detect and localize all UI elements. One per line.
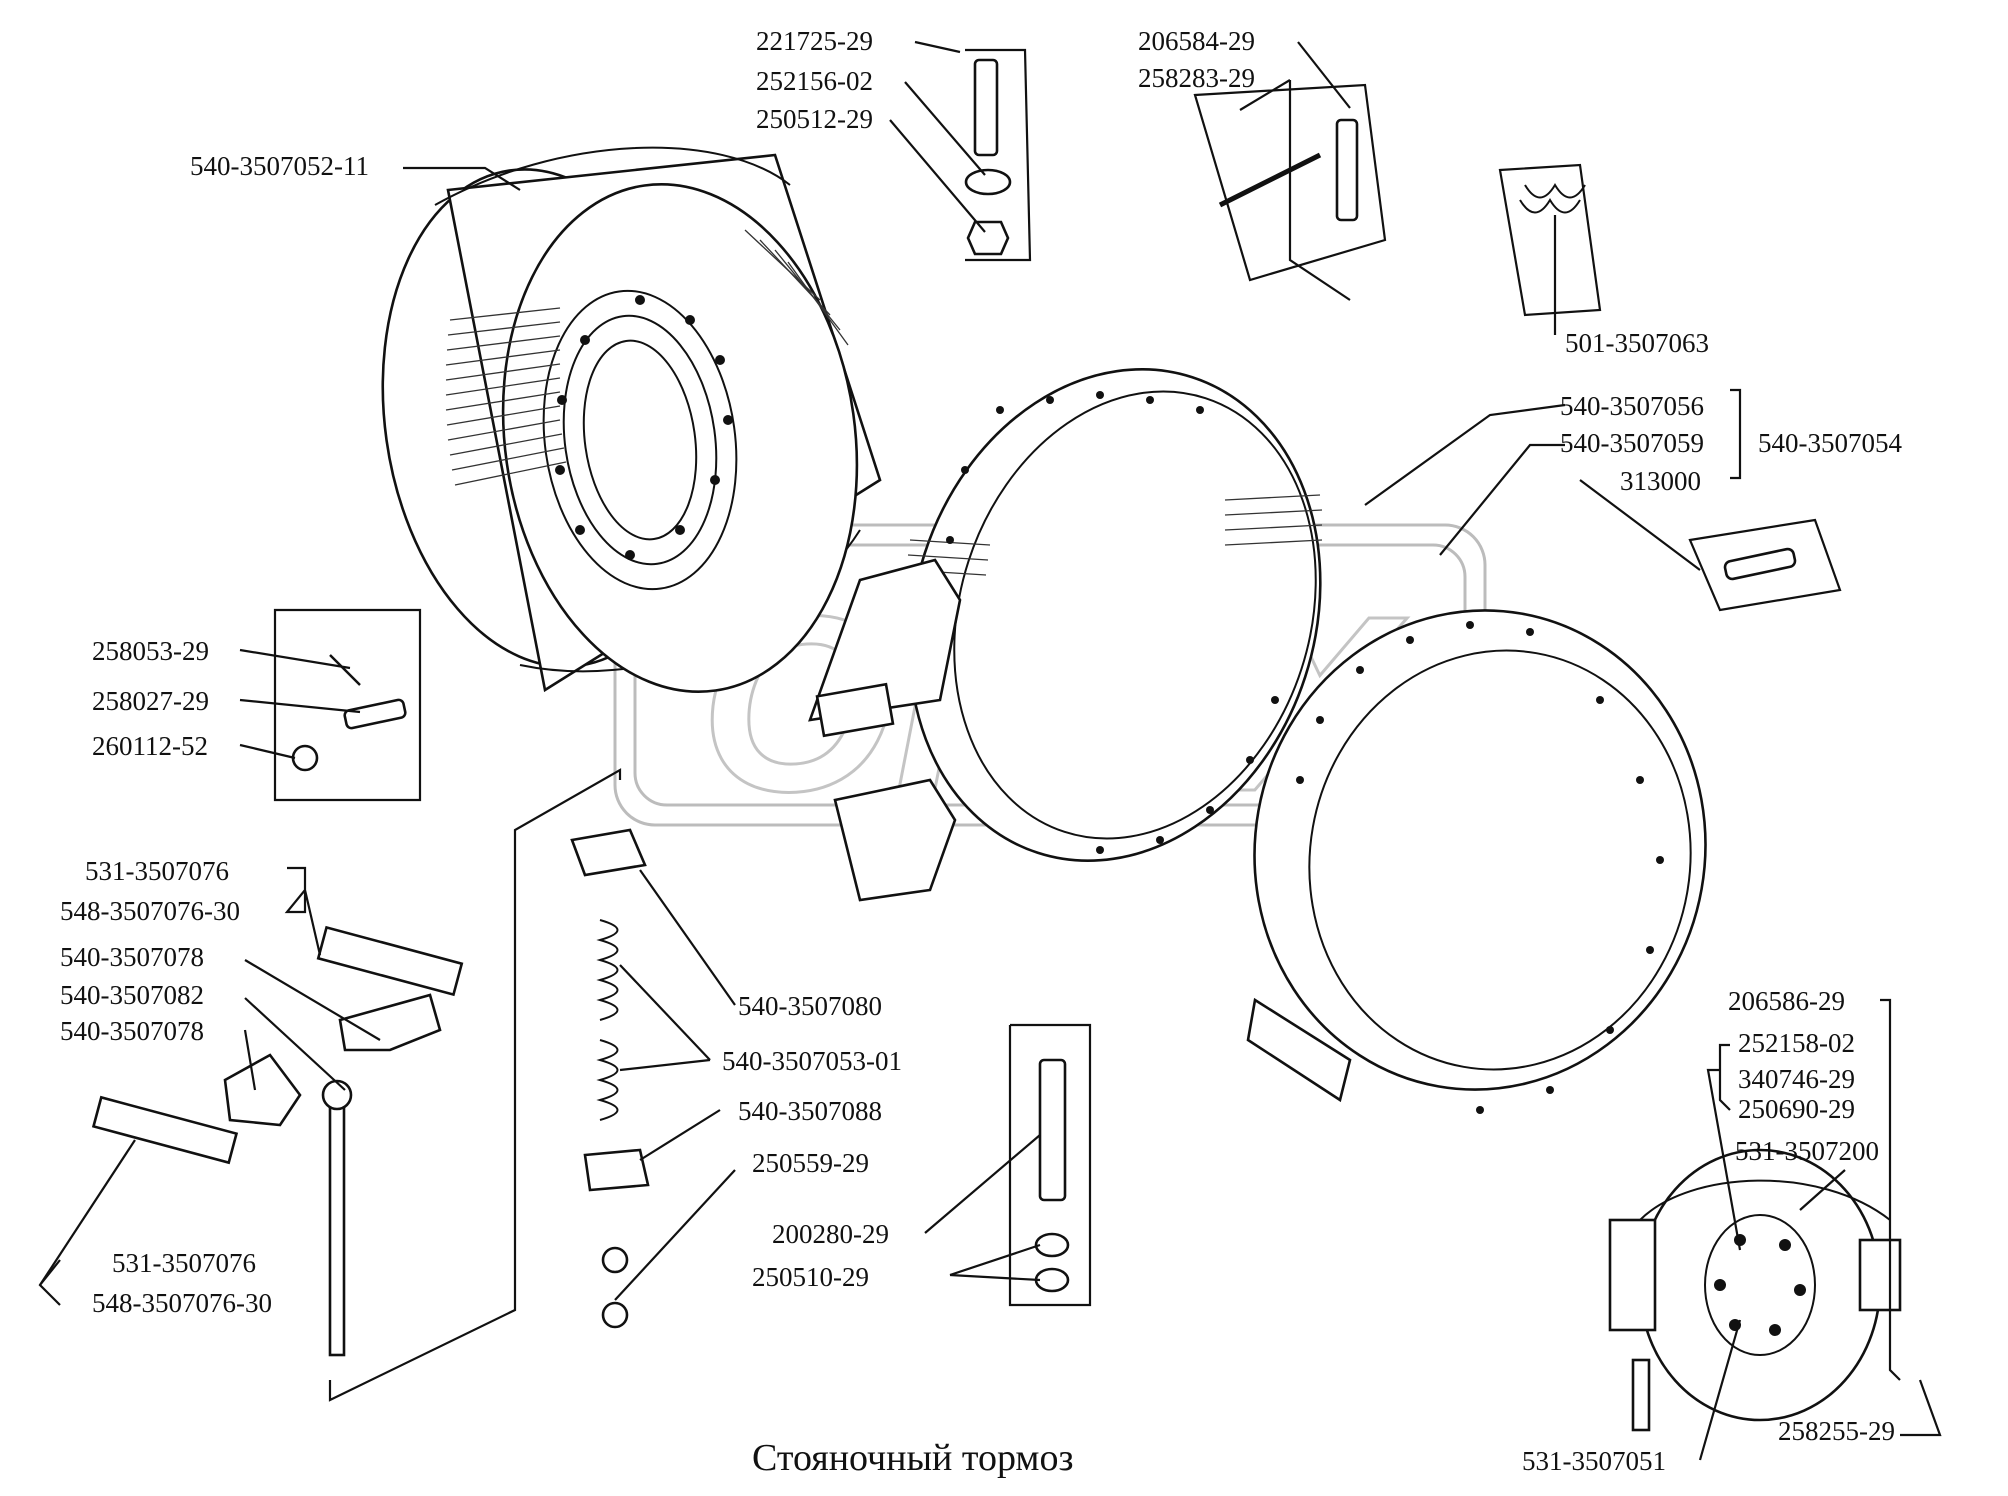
label-258027-29: 258027-29 xyxy=(92,686,209,716)
diagram-caption: Стояночный тормоз xyxy=(752,1437,1073,1479)
label-531-3507051: 531-3507051 xyxy=(1522,1446,1666,1476)
label-531-3507200: 531-3507200 xyxy=(1735,1136,1879,1166)
label-540-3507059: 540-3507059 xyxy=(1560,428,1704,458)
label-540-3507082: 540-3507082 xyxy=(60,980,204,1010)
assembled-view xyxy=(1608,1148,1902,1432)
label-200280-29: 200280-29 xyxy=(772,1219,889,1249)
label-206586-29: 206586-29 xyxy=(1728,986,1845,1016)
pin-and-spring-top xyxy=(1193,83,1602,317)
pin-right xyxy=(1688,518,1842,612)
part-labels: 221725-29 252156-02 250512-29 540-350705… xyxy=(60,26,1902,1476)
leader-lines xyxy=(38,40,1942,1461)
label-206584-29: 206584-29 xyxy=(1138,26,1255,56)
label-540-3507078-b: 540-3507078 xyxy=(60,1016,204,1046)
label-340746-29: 340746-29 xyxy=(1738,1064,1855,1094)
friction-lining xyxy=(1246,609,1707,1114)
label-250559-29: 250559-29 xyxy=(752,1148,869,1178)
label-252156-02: 252156-02 xyxy=(756,66,873,96)
label-531-3507076-b: 531-3507076 xyxy=(112,1248,256,1278)
brake-drum xyxy=(381,146,882,693)
label-548-3507076-30-a: 548-3507076-30 xyxy=(60,896,240,926)
label-250690-29: 250690-29 xyxy=(1738,1094,1855,1124)
label-540-3507088: 540-3507088 xyxy=(738,1096,882,1126)
drum-fins xyxy=(445,229,849,486)
label-221725-29: 221725-29 xyxy=(756,26,873,56)
label-258053-29: 258053-29 xyxy=(92,636,209,666)
bolt-group-top xyxy=(964,48,1032,262)
label-540-3507080: 540-3507080 xyxy=(738,991,882,1021)
label-313000: 313000 xyxy=(1620,466,1701,496)
label-540-3507053-01: 540-3507053-01 xyxy=(722,1046,902,1076)
label-258283-29: 258283-29 xyxy=(1138,63,1255,93)
label-252158-02: 252158-02 xyxy=(1738,1028,1855,1058)
drum-bolt-holes xyxy=(555,295,733,560)
label-540-3507056: 540-3507056 xyxy=(1560,391,1704,421)
label-250510-29: 250510-29 xyxy=(752,1262,869,1292)
label-540-3507054: 540-3507054 xyxy=(1758,428,1902,458)
label-548-3507076-30-b: 548-3507076-30 xyxy=(92,1288,272,1318)
label-501-3507063: 501-3507063 xyxy=(1565,328,1709,358)
brake-band xyxy=(808,368,1323,902)
lever-assembly xyxy=(91,608,464,1357)
label-540-3507078-a: 540-3507078 xyxy=(60,942,204,972)
label-250512-29: 250512-29 xyxy=(756,104,873,134)
label-540-3507052-11: 540-3507052-11 xyxy=(190,151,369,181)
label-260112-52: 260112-52 xyxy=(92,731,208,761)
label-258255-29: 258255-29 xyxy=(1778,1416,1895,1446)
bolt-group-bottom xyxy=(1008,1023,1092,1307)
spring-assembly xyxy=(570,828,650,1329)
label-531-3507076-a: 531-3507076 xyxy=(85,856,229,886)
